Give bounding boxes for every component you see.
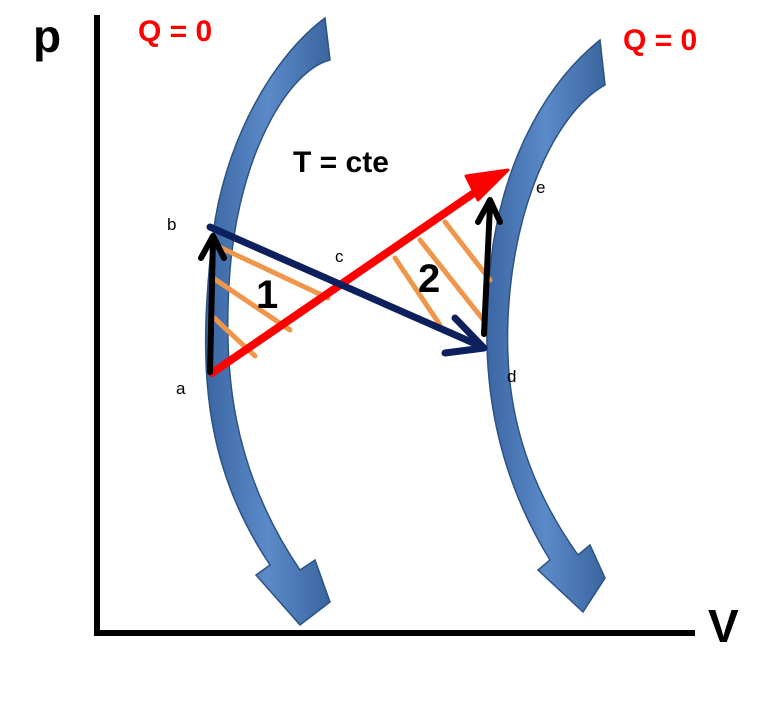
point-b-label: b (167, 215, 176, 234)
path-b-to-d-arrowhead (441, 314, 488, 357)
path-b-to-d (206, 223, 488, 357)
point-a-label: a (176, 379, 186, 398)
left-adiabat-arrow (204, 16, 331, 627)
path-d-to-e (475, 197, 503, 337)
region-1-label: 1 (256, 273, 278, 317)
path-a-to-b (198, 233, 227, 375)
path-d-to-e-arrowhead (475, 197, 503, 225)
axes (94, 15, 695, 636)
x-axis-label: V (708, 600, 739, 652)
point-d-label: d (507, 367, 516, 386)
y-axis-label: p (33, 10, 61, 62)
isotherm-label: T = cte (293, 146, 389, 179)
region-2-label: 2 (418, 257, 440, 301)
point-c-label: c (335, 247, 344, 266)
isotherm-line (208, 168, 510, 377)
right-adiabat-label: Q = 0 (623, 24, 697, 57)
region-2-hatching (392, 219, 493, 328)
isotherm-arrowhead (464, 168, 510, 202)
path-a-to-b-arrowhead (198, 233, 227, 261)
left-adiabat-label: Q = 0 (138, 15, 212, 48)
right-adiabat-arrow (486, 38, 606, 614)
point-e-label: e (536, 178, 545, 197)
